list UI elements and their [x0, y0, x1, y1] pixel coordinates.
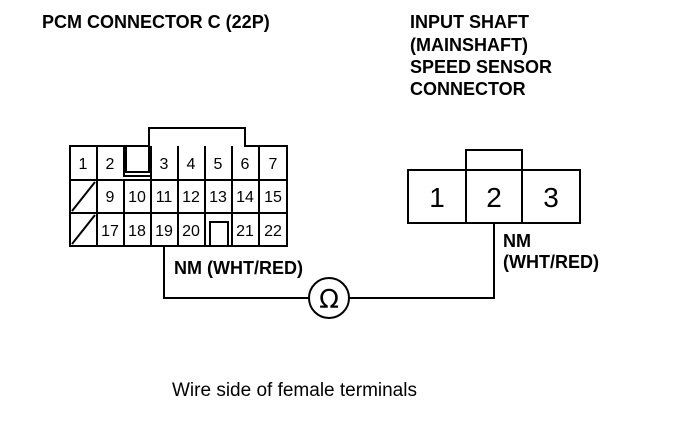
pcm-pin-13: 13 — [209, 189, 227, 206]
sensor-connector-title: INPUT SHAFT (MAINSHAFT) SPEED SENSOR CON… — [410, 12, 552, 99]
pcm-pin-15: 15 — [264, 189, 282, 206]
pcm-top-key-notch — [123, 146, 151, 177]
pcm-blank-cell-slash — [71, 181, 96, 212]
pcm-pin-10: 10 — [128, 189, 146, 206]
pcm-pin-20: 20 — [182, 223, 200, 240]
sensor-pin-2: 2 — [486, 182, 502, 213]
pcm-pin-4: 4 — [187, 156, 196, 173]
pcm-pin-9: 9 — [106, 189, 115, 206]
pcm-bottom-key-slot — [209, 221, 229, 246]
pcm-pin-7: 7 — [269, 156, 278, 173]
pcm-wire-label: NM (WHT/RED) — [174, 258, 303, 278]
sensor-wire-label-line-1: NM — [503, 231, 531, 251]
wire-pcm-to-meter — [163, 246, 309, 299]
pcm-pin-17: 17 — [101, 223, 119, 240]
sensor-pin-3: 3 — [543, 182, 559, 213]
diagram-caption: Wire side of female terminals — [172, 380, 417, 401]
sensor-locking-tab — [465, 149, 523, 171]
pcm-pin-5: 5 — [214, 156, 223, 173]
pcm-pin-19: 19 — [155, 223, 173, 240]
wire-meter-to-sensor — [349, 223, 495, 299]
ohmmeter-icon — [308, 277, 350, 319]
pcm-connector: 1 2 3 4 5 6 7 9 10 11 12 13 14 15 17 18 … — [69, 127, 288, 247]
sensor-pin-1: 1 — [429, 182, 445, 213]
pcm-connector-title: PCM CONNECTOR C (22P) — [42, 12, 270, 32]
pcm-blank-cell-slash — [71, 214, 96, 245]
pcm-pin-6: 6 — [241, 156, 250, 173]
pcm-pin-22: 22 — [264, 223, 282, 240]
pcm-pin-12: 12 — [182, 189, 200, 206]
ohm-symbol: Ω — [319, 285, 339, 315]
pcm-pin-21: 21 — [236, 223, 254, 240]
pcm-top-key-fill — [126, 147, 150, 175]
test-circuit: Ω — [163, 223, 495, 319]
pcm-pin-3: 3 — [160, 156, 169, 173]
sensor-title-line-1: INPUT SHAFT — [410, 12, 529, 32]
pcm-pin-11: 11 — [156, 189, 173, 206]
sensor-connector: 1 2 3 — [407, 149, 581, 224]
pcm-pin-18: 18 — [128, 223, 146, 240]
pcm-top-key-slot — [125, 146, 150, 173]
sensor-wire-label-line-2: (WHT/RED) — [503, 252, 599, 272]
pcm-pin-14: 14 — [236, 189, 254, 206]
sensor-title-line-3: SPEED SENSOR — [410, 57, 552, 77]
pcm-pin-1: 1 — [79, 156, 88, 173]
pcm-pin-2: 2 — [106, 156, 115, 173]
sensor-title-line-2: (MAINSHAFT) — [410, 35, 528, 55]
sensor-title-line-4: CONNECTOR — [410, 79, 526, 99]
